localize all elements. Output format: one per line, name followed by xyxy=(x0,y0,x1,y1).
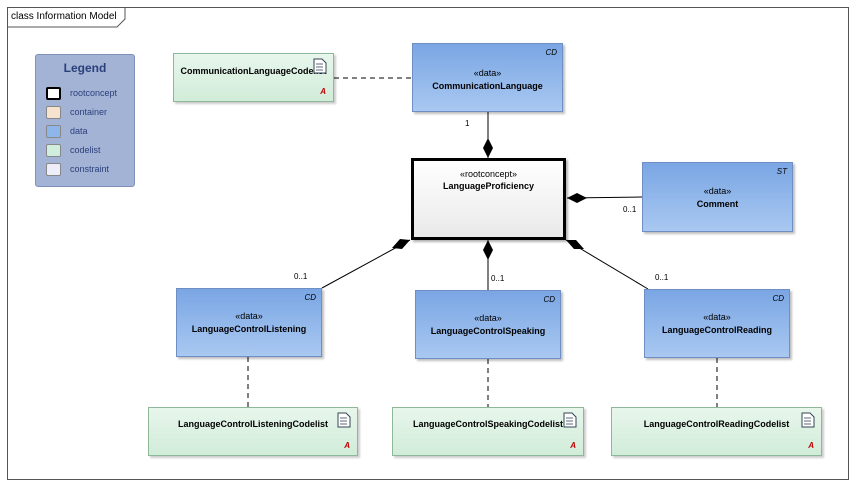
diamond-reading xyxy=(566,240,584,249)
legend-label: codelist xyxy=(70,145,101,155)
legend: Legend rootconcept container data codeli… xyxy=(35,54,135,187)
legend-swatch xyxy=(46,144,61,157)
legend-label: rootconcept xyxy=(70,88,118,98)
legend-swatch xyxy=(46,163,61,176)
class-stereotype: «data» xyxy=(703,312,731,322)
abstract-mark: A xyxy=(344,441,350,450)
class-name: LanguageControlReading xyxy=(662,325,772,335)
class-language-control-listening-codelist[interactable]: LanguageControlListeningCodelist A xyxy=(148,407,358,456)
legend-label: constraint xyxy=(70,164,110,174)
class-stereotype: «data» xyxy=(474,313,502,323)
class-name: LanguageControlSpeaking xyxy=(430,326,546,336)
type-tag: ST xyxy=(776,167,787,176)
class-communication-language[interactable]: CD «data» CommunicationLanguage xyxy=(412,43,563,112)
class-name: CommunicationLanguageCodelist xyxy=(180,66,327,76)
class-name: Comment xyxy=(696,199,739,209)
multiplicity-reading: 0..1 xyxy=(655,273,669,282)
class-stereotype: «data» xyxy=(235,311,263,321)
abstract-mark: A xyxy=(320,87,326,96)
class-name: CommunicationLanguage xyxy=(432,81,543,91)
diamond-speaking xyxy=(483,240,493,260)
document-icon xyxy=(563,412,577,428)
legend-title: Legend xyxy=(63,61,107,75)
document-icon xyxy=(801,412,815,428)
legend-swatch xyxy=(46,125,61,138)
class-stereotype: «rootconcept» xyxy=(459,169,518,179)
class-communication-language-codelist[interactable]: CommunicationLanguageCodelist A xyxy=(173,53,334,102)
legend-label: container xyxy=(70,107,108,117)
document-icon xyxy=(313,58,327,74)
multiplicity-communication: 1 xyxy=(465,119,470,128)
diagram-frame xyxy=(7,7,849,480)
multiplicity-listening: 0..1 xyxy=(294,272,308,281)
class-language-control-speaking-codelist[interactable]: LanguageControlSpeakingCodelist A xyxy=(392,407,584,456)
class-name: LanguageProficiency xyxy=(442,181,535,191)
type-tag: CD xyxy=(772,294,784,303)
abstract-mark: A xyxy=(808,441,814,450)
class-language-control-speaking[interactable]: CD «data» LanguageControlSpeaking xyxy=(415,290,561,359)
multiplicity-speaking: 0..1 xyxy=(491,274,505,283)
class-name: LanguageControlListening xyxy=(191,324,307,334)
class-name: LanguageControlListeningCodelist xyxy=(178,419,328,429)
class-language-proficiency[interactable]: «rootconcept» LanguageProficiency xyxy=(411,158,566,240)
legend-label: data xyxy=(70,126,88,136)
class-name: LanguageControlReadingCodelist xyxy=(643,419,790,429)
class-language-control-listening[interactable]: CD «data» LanguageControlListening xyxy=(176,288,322,357)
diamond-listening xyxy=(392,239,410,249)
diamond-comment xyxy=(567,193,587,203)
class-language-control-reading[interactable]: CD «data» LanguageControlReading xyxy=(644,289,790,358)
frame-title: class Information Model xyxy=(11,11,117,22)
class-stereotype: «data» xyxy=(703,186,732,196)
class-stereotype: «data» xyxy=(473,68,502,78)
document-icon xyxy=(337,412,351,428)
diamond-communication xyxy=(483,138,493,158)
type-tag: CD xyxy=(304,293,316,302)
type-tag: CD xyxy=(543,295,555,304)
class-comment[interactable]: ST «data» Comment xyxy=(642,162,793,232)
abstract-mark: A xyxy=(570,441,576,450)
class-language-control-reading-codelist[interactable]: LanguageControlReadingCodelist A xyxy=(611,407,822,456)
multiplicity-comment: 0..1 xyxy=(623,205,637,214)
legend-swatch xyxy=(46,87,61,100)
legend-swatch xyxy=(46,106,61,119)
class-name: LanguageControlSpeakingCodelist xyxy=(412,419,563,429)
type-tag: CD xyxy=(545,48,557,57)
frame-tab xyxy=(7,7,126,28)
